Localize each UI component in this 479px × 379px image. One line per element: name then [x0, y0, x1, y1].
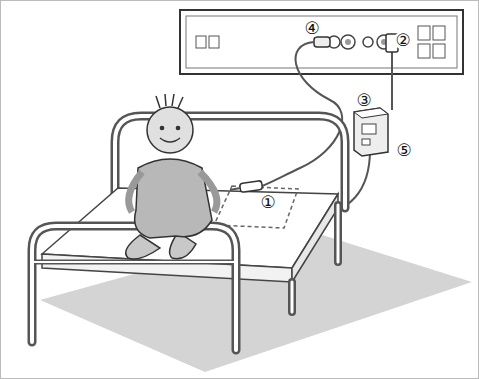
- callout-number: ①: [259, 194, 276, 211]
- callout-number: ②: [394, 32, 411, 49]
- wires: [262, 42, 392, 215]
- sensor-pad: [214, 186, 298, 228]
- control-unit: [354, 108, 388, 156]
- wall-panel: [180, 10, 463, 74]
- callout-number: ③: [355, 92, 372, 109]
- patient-figure: [126, 94, 217, 259]
- callout-number: ⑤: [395, 142, 412, 159]
- cable-connector: [230, 181, 263, 193]
- callout-number: ④: [303, 20, 320, 37]
